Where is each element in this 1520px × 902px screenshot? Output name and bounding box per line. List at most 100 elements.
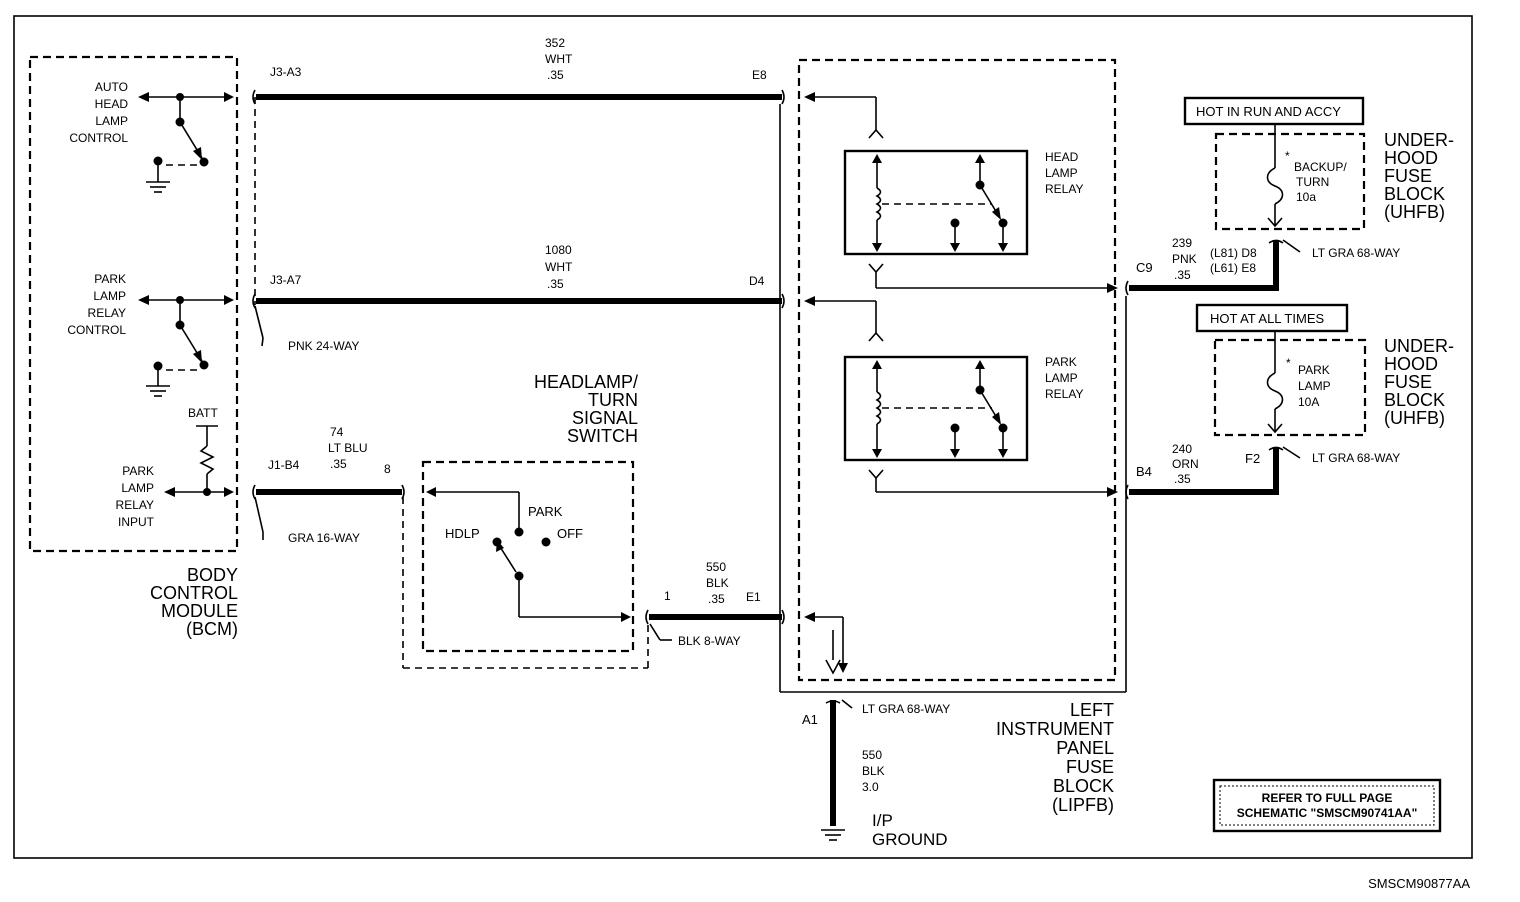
pin-1: 1 xyxy=(664,589,671,603)
c352-size: .35 xyxy=(547,68,564,82)
c239-num: 239 xyxy=(1172,236,1192,250)
c1080-num: 1080 xyxy=(545,243,572,257)
c1080-color: WHT xyxy=(545,260,573,274)
pri-label-line: RELAY xyxy=(116,498,154,512)
auto-label-line: LAMP xyxy=(95,114,128,128)
footer-code: SMSCM90877AA xyxy=(1368,876,1470,891)
lt-gra-68way-uhfb2: LT GRA 68-WAY xyxy=(1312,451,1400,465)
svg-text:*: * xyxy=(1285,149,1290,163)
c240-color: ORN xyxy=(1172,457,1199,471)
gra-conn-leader xyxy=(254,496,264,533)
hot-all-times-label: HOT AT ALL TIMES xyxy=(1210,311,1324,326)
circuit-74: J1-B4 8 74 LT BLU .35 xyxy=(252,425,405,500)
prc-label-line: RELAY xyxy=(88,306,126,320)
pin-e8: E8 xyxy=(752,68,767,82)
prc-label-line: CONTROL xyxy=(67,323,126,337)
batt-label: BATT xyxy=(188,406,218,420)
pin-b4: B4 xyxy=(1136,464,1152,479)
switch-dashed-box xyxy=(421,460,635,653)
auto-label-line: AUTO xyxy=(95,80,128,94)
svg-text:*: * xyxy=(1286,356,1291,370)
c550b-color: BLK xyxy=(862,764,885,778)
pin-j3-a7: J3-A7 xyxy=(270,273,302,287)
switch-title-line: SWITCH xyxy=(567,426,638,446)
pin-f2: F2 xyxy=(1245,451,1260,466)
c240-size: .35 xyxy=(1174,472,1191,486)
gra-connector-label: GRA 16-WAY xyxy=(288,531,360,545)
pri-label-line: LAMP xyxy=(121,481,154,495)
uhfb1-dashed-box xyxy=(1214,132,1366,231)
prc-label-line: LAMP xyxy=(93,289,126,303)
pin-j1-b4: J1-B4 xyxy=(268,458,300,472)
hot-run-accy-box xyxy=(1183,96,1365,126)
prc-label-line: PARK xyxy=(94,272,126,286)
c550a-num: 550 xyxy=(706,560,726,574)
svg-text:(L81) D8(L61) E8: (L81) D8(L61) E8 xyxy=(1210,246,1257,275)
pin-d4: D4 xyxy=(749,274,765,288)
hot-run-accy-label: HOT IN RUN AND ACCY xyxy=(1196,104,1341,119)
pin-8: 8 xyxy=(384,462,391,476)
park-lamp-relay-control: PARK LAMP RELAY CONTROL xyxy=(67,272,234,397)
lt-gra-68way-ground: LT GRA 68-WAY xyxy=(862,702,950,716)
pin-c9: C9 xyxy=(1136,260,1153,275)
blk-8way-label: BLK 8-WAY xyxy=(678,634,741,648)
c550b-size: 3.0 xyxy=(862,780,879,794)
auto-label-line: CONTROL xyxy=(69,131,128,145)
lipfb-dashed-box xyxy=(797,58,1117,682)
switch-off-label: OFF xyxy=(557,526,583,541)
c352-color: WHT xyxy=(545,52,573,66)
pin-e1: E1 xyxy=(746,590,761,604)
c550a-color: BLK xyxy=(706,576,729,590)
c74-size: .35 xyxy=(330,457,347,471)
c74-color: LT BLU xyxy=(328,441,368,455)
switch-hdlp-label: HDLP xyxy=(445,526,480,541)
c240-num: 240 xyxy=(1172,442,1192,456)
pin-j3-a3: J3-A3 xyxy=(270,65,302,79)
diagram-frame xyxy=(13,15,1473,859)
c74-num: 74 xyxy=(330,425,344,439)
pnk-conn-leader xyxy=(254,305,264,339)
switch-park-label: PARK xyxy=(528,504,563,519)
pri-label-line: PARK xyxy=(122,464,154,478)
pnk-connector-label: PNK 24-WAY xyxy=(288,339,359,353)
c239-alt1: (L81) D8 xyxy=(1210,246,1257,260)
c550a-size: .35 xyxy=(708,592,725,606)
hot-all-times-box xyxy=(1195,303,1349,333)
c239-color: PNK xyxy=(1172,252,1197,266)
